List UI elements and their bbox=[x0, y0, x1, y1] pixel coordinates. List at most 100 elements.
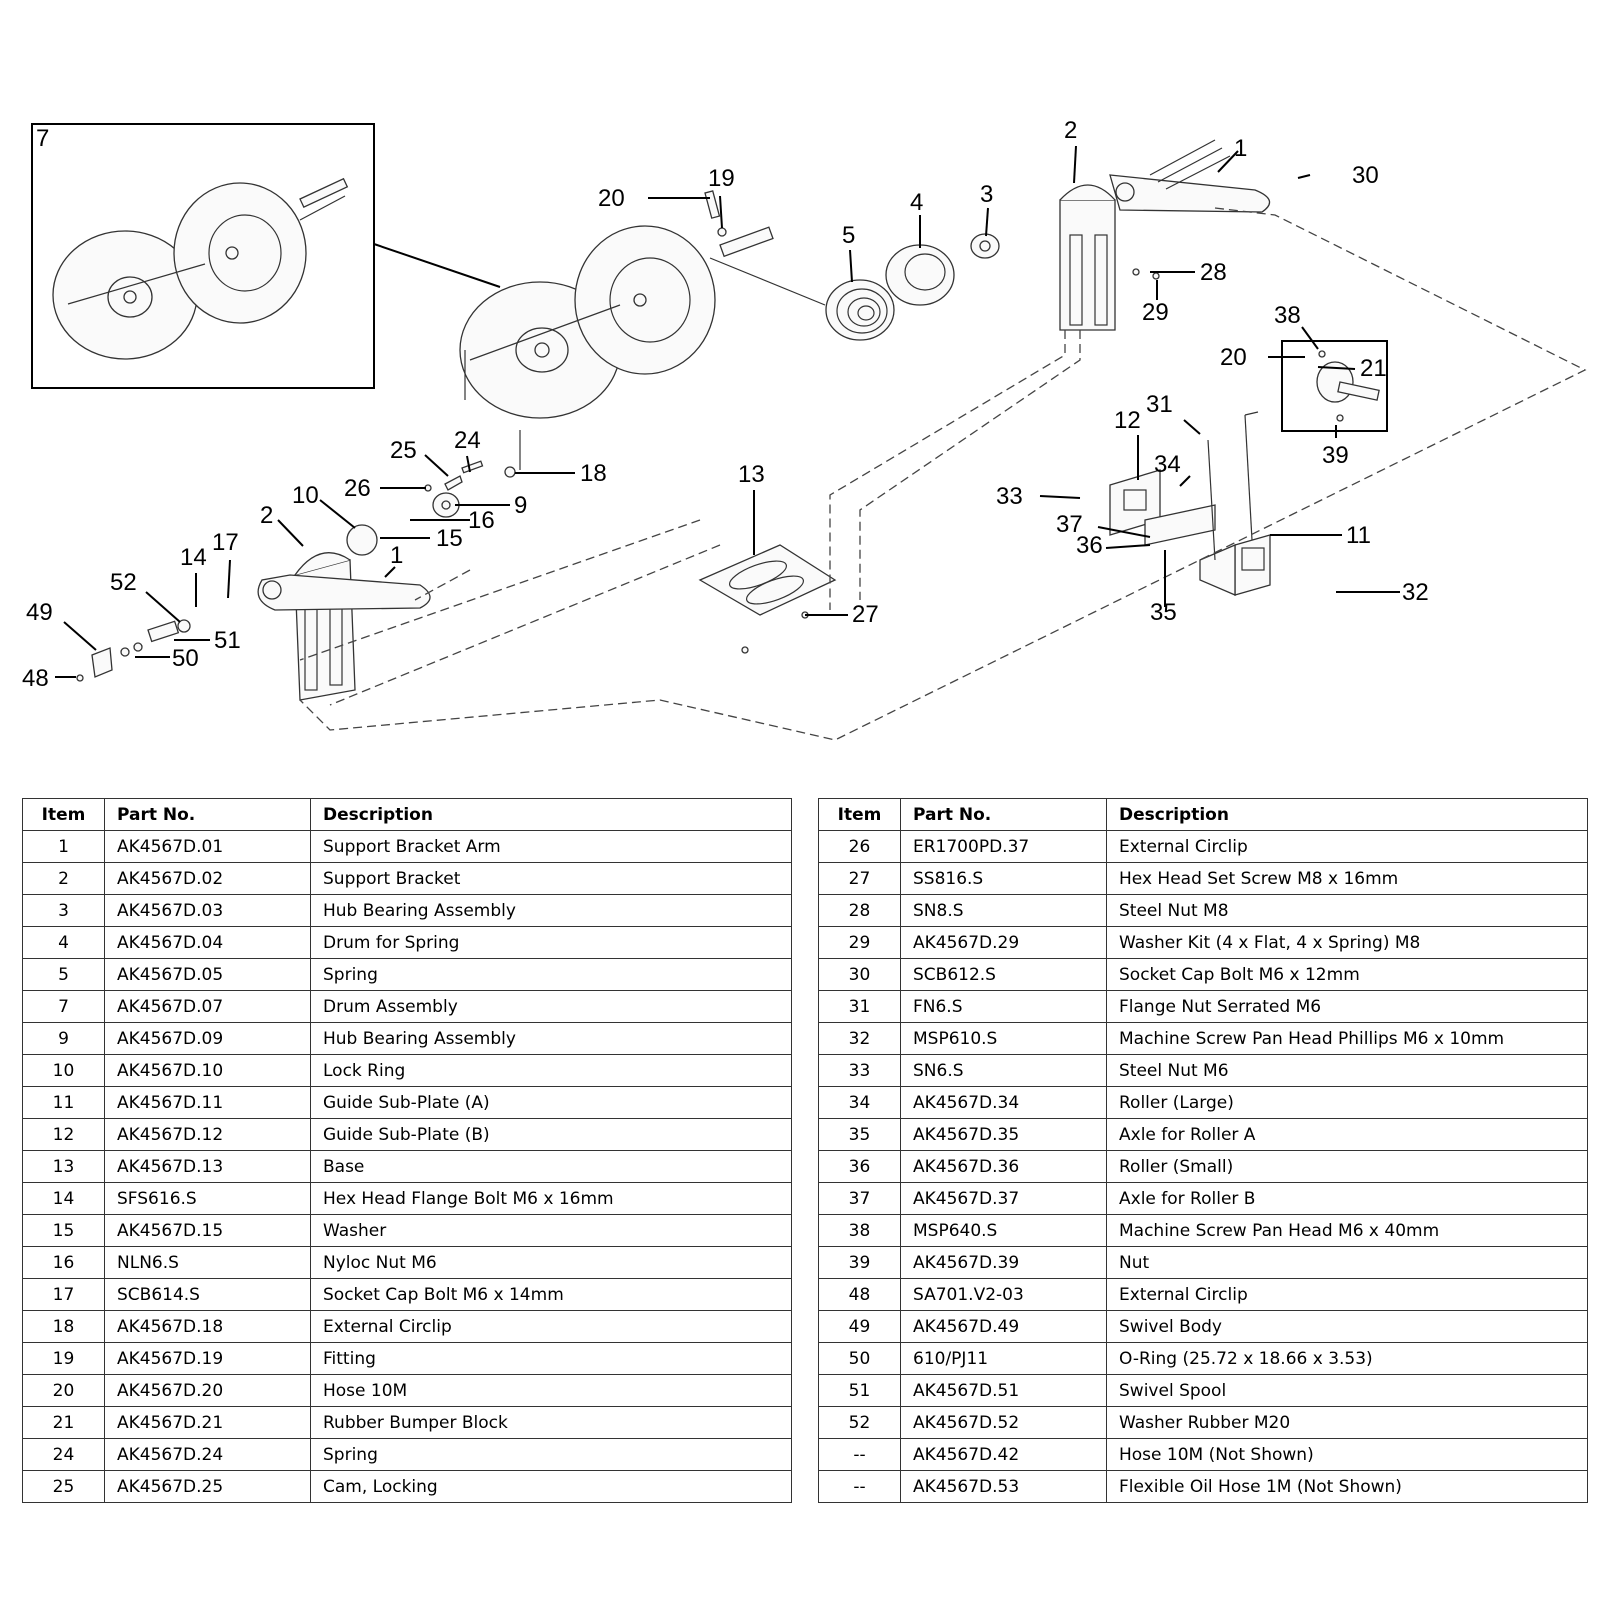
cell-part-no: SN6.S bbox=[900, 1054, 1107, 1087]
callout-31: 31 bbox=[1146, 391, 1173, 418]
callout-4: 4 bbox=[910, 189, 923, 216]
cell-part-no: SCB614.S bbox=[104, 1278, 311, 1311]
right-support-bracket bbox=[1059, 139, 1271, 331]
cell-item: 14 bbox=[22, 1182, 105, 1215]
table-header-row: Item Part No. Description bbox=[22, 798, 792, 831]
cell-part-no: AK4567D.13 bbox=[104, 1150, 311, 1183]
cell-description: Support Bracket bbox=[310, 862, 792, 895]
cell-description: Nyloc Nut M6 bbox=[310, 1246, 792, 1279]
callout-7: 7 bbox=[36, 125, 49, 152]
callout-29: 29 bbox=[1142, 299, 1169, 326]
cell-part-no: AK4567D.15 bbox=[104, 1214, 311, 1247]
cell-description: Socket Cap Bolt M6 x 14mm bbox=[310, 1278, 792, 1311]
cell-item: 39 bbox=[818, 1246, 901, 1279]
cell-description: Hose 10M (Not Shown) bbox=[1106, 1438, 1588, 1471]
cell-item: 15 bbox=[22, 1214, 105, 1247]
cell-description: Base bbox=[310, 1150, 792, 1183]
callout-13: 13 bbox=[738, 461, 765, 488]
cell-description: Hub Bearing Assembly bbox=[310, 1022, 792, 1055]
cell-part-no: AK4567D.18 bbox=[104, 1310, 311, 1343]
cell-part-no: AK4567D.10 bbox=[104, 1054, 311, 1087]
cell-description: Socket Cap Bolt M6 x 12mm bbox=[1106, 958, 1588, 991]
cell-description: Drum Assembly bbox=[310, 990, 792, 1023]
callout-27: 27 bbox=[852, 601, 879, 628]
left-support-bracket bbox=[257, 552, 431, 701]
callout-50: 50 bbox=[172, 645, 199, 672]
cell-part-no: AK4567D.03 bbox=[104, 894, 311, 927]
cell-part-no: AK4567D.29 bbox=[900, 926, 1107, 959]
cell-part-no: AK4567D.36 bbox=[900, 1150, 1107, 1183]
cell-description: External Circlip bbox=[1106, 1278, 1588, 1311]
cell-item: 7 bbox=[22, 990, 105, 1023]
cell-part-no: AK4567D.11 bbox=[104, 1086, 311, 1119]
callout-5: 5 bbox=[842, 222, 855, 249]
guide-roller-assembly bbox=[1109, 411, 1271, 596]
cell-part-no: SA701.V2-03 bbox=[900, 1278, 1107, 1311]
cell-item: 16 bbox=[22, 1246, 105, 1279]
header-part-no: Part No. bbox=[900, 798, 1107, 831]
callout-leaders bbox=[55, 145, 1400, 678]
cell-part-no: AK4567D.35 bbox=[900, 1118, 1107, 1151]
cell-item: 29 bbox=[818, 926, 901, 959]
cell-item: 10 bbox=[22, 1054, 105, 1087]
cell-part-no: SS816.S bbox=[900, 862, 1107, 895]
hub-bearing-right bbox=[970, 233, 1000, 259]
cell-item: 12 bbox=[22, 1118, 105, 1151]
cell-description: Nut bbox=[1106, 1246, 1588, 1279]
callout-32: 32 bbox=[1402, 579, 1429, 606]
cell-description: Drum for Spring bbox=[310, 926, 792, 959]
callout-35: 35 bbox=[1150, 599, 1177, 626]
cell-item: 33 bbox=[818, 1054, 901, 1087]
cell-part-no: AK4567D.53 bbox=[900, 1470, 1107, 1503]
cell-part-no: AK4567D.09 bbox=[104, 1022, 311, 1055]
cell-item: 35 bbox=[818, 1118, 901, 1151]
cell-item: 5 bbox=[22, 958, 105, 991]
cell-description: Hex Head Flange Bolt M6 x 16mm bbox=[310, 1182, 792, 1215]
cell-part-no: SCB612.S bbox=[900, 958, 1107, 991]
callout-18: 18 bbox=[580, 460, 607, 487]
nut-28 bbox=[1132, 268, 1140, 276]
callout-14: 14 bbox=[180, 544, 207, 571]
callout-16: 16 bbox=[468, 507, 495, 534]
cell-description: Swivel Body bbox=[1106, 1310, 1588, 1343]
cell-part-no: AK4567D.25 bbox=[104, 1470, 311, 1503]
cell-part-no: MSP640.S bbox=[900, 1214, 1107, 1247]
cell-part-no: AK4567D.51 bbox=[900, 1374, 1107, 1407]
cell-item: 32 bbox=[818, 1022, 901, 1055]
callout-9: 9 bbox=[514, 492, 527, 519]
cell-item: 3 bbox=[22, 894, 105, 927]
callout-51: 51 bbox=[214, 627, 241, 654]
cell-part-no: AK4567D.05 bbox=[104, 958, 311, 991]
cell-item: 28 bbox=[818, 894, 901, 927]
washer-29 bbox=[1152, 272, 1160, 280]
cell-description: Axle for Roller B bbox=[1106, 1182, 1588, 1215]
cell-description: External Circlip bbox=[1106, 830, 1588, 863]
cell-item: 31 bbox=[818, 990, 901, 1023]
cell-part-no: AK4567D.19 bbox=[104, 1342, 311, 1375]
cell-description: Guide Sub-Plate (B) bbox=[310, 1118, 792, 1151]
cell-item: 20 bbox=[22, 1374, 105, 1407]
spring-drum bbox=[885, 244, 955, 306]
cell-item: 26 bbox=[818, 830, 901, 863]
header-description: Description bbox=[1106, 798, 1588, 831]
